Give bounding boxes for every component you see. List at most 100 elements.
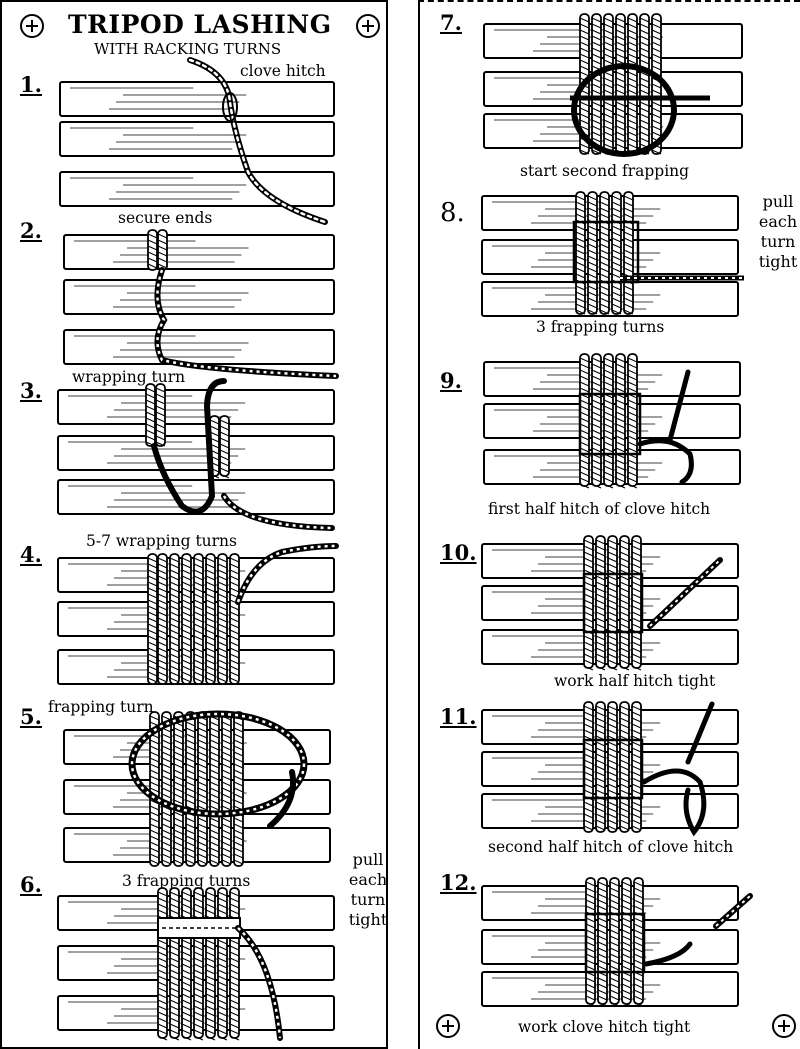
rope-twist bbox=[193, 599, 204, 605]
rope-twist bbox=[615, 125, 626, 131]
rope-twist bbox=[197, 751, 208, 757]
rope-twist bbox=[639, 89, 650, 95]
rope-twist bbox=[627, 107, 638, 113]
rope-twist bbox=[639, 41, 650, 47]
rope-twist bbox=[149, 829, 160, 835]
rope-twist bbox=[575, 267, 586, 273]
rope-twist bbox=[627, 459, 638, 465]
rope-twist bbox=[217, 575, 228, 581]
rope-twist bbox=[217, 951, 228, 957]
rope-twist bbox=[209, 431, 220, 437]
rope-twist bbox=[155, 405, 166, 411]
rope-twist bbox=[173, 781, 184, 787]
rope-twist bbox=[155, 393, 166, 399]
rope-twist bbox=[205, 963, 216, 969]
rope-twist bbox=[619, 801, 630, 807]
rope-twist bbox=[169, 969, 180, 975]
rope-twist bbox=[181, 641, 192, 647]
rope-twist bbox=[621, 893, 632, 899]
rope-twist bbox=[621, 917, 632, 923]
rope-twist bbox=[591, 483, 602, 489]
rope-twist bbox=[615, 447, 626, 453]
rope-twist bbox=[627, 71, 638, 77]
rope-twist bbox=[651, 47, 662, 53]
rope-twist bbox=[575, 207, 586, 213]
rope-twist bbox=[611, 195, 622, 201]
rope-twist bbox=[217, 903, 228, 909]
rope-twist bbox=[587, 261, 598, 267]
rope-twist bbox=[169, 659, 180, 665]
right-panel: 7. start second frapping 8. 3 frapping t… bbox=[418, 0, 800, 1049]
rope-twist bbox=[585, 929, 596, 935]
rope-twist bbox=[161, 835, 172, 841]
rope-twist bbox=[209, 751, 220, 757]
rope-twist bbox=[619, 605, 630, 611]
rope-twist bbox=[609, 899, 620, 905]
rope-twist bbox=[585, 917, 596, 923]
rope-twist bbox=[181, 563, 192, 569]
rope-twist bbox=[197, 775, 208, 781]
rope-twist bbox=[619, 819, 630, 825]
rope-twist bbox=[587, 291, 598, 297]
rope-twist bbox=[193, 581, 204, 587]
rope-twist bbox=[615, 465, 626, 471]
rope-twist bbox=[615, 101, 626, 107]
rope-twist bbox=[615, 47, 626, 53]
rope-twist bbox=[197, 829, 208, 835]
rope-twist bbox=[193, 665, 204, 671]
rope-twist bbox=[181, 1029, 192, 1035]
rope-twist bbox=[599, 195, 610, 201]
rope-twist bbox=[627, 101, 638, 107]
rope-twist bbox=[633, 983, 644, 989]
rope-twist bbox=[651, 131, 662, 137]
rope-twist bbox=[221, 781, 232, 787]
rope-twist bbox=[583, 665, 594, 671]
rope-twist bbox=[633, 905, 644, 911]
rope-twist bbox=[597, 977, 608, 983]
rope-twist bbox=[185, 775, 196, 781]
rope-twist bbox=[633, 989, 644, 995]
rope-twist bbox=[157, 1023, 168, 1029]
rope-twist bbox=[651, 107, 662, 113]
rope-twist bbox=[621, 1001, 632, 1007]
rope-twist bbox=[631, 759, 642, 765]
rope-twist bbox=[157, 245, 168, 251]
rope-twist bbox=[621, 935, 632, 941]
rope-twist bbox=[219, 473, 230, 479]
log-pole bbox=[63, 329, 335, 365]
rope-twist bbox=[209, 817, 220, 823]
rope-twist bbox=[599, 255, 610, 261]
rope-twist bbox=[181, 891, 192, 897]
rope-twist bbox=[607, 611, 618, 617]
rope-twist bbox=[583, 581, 594, 587]
rope-twist bbox=[193, 969, 204, 975]
step-number: 10. bbox=[440, 540, 477, 565]
rope-twist bbox=[229, 581, 240, 587]
rope-twist bbox=[597, 947, 608, 953]
rope-twist bbox=[197, 733, 208, 739]
rope-twist bbox=[147, 635, 158, 641]
rope-twist bbox=[185, 841, 196, 847]
step-2-illustration bbox=[63, 229, 339, 379]
rope-twist bbox=[603, 41, 614, 47]
rope-twist bbox=[205, 975, 216, 981]
rope-twist bbox=[609, 935, 620, 941]
rope-twist bbox=[217, 635, 228, 641]
rope-twist bbox=[583, 563, 594, 569]
rope-twist bbox=[219, 425, 230, 431]
rope-twist bbox=[583, 545, 594, 551]
rope-twist bbox=[579, 369, 590, 375]
rope-twist bbox=[607, 641, 618, 647]
rope-twist bbox=[147, 569, 158, 575]
rope-twist bbox=[161, 853, 172, 859]
rope-twist bbox=[149, 823, 160, 829]
rope-twist bbox=[217, 993, 228, 999]
rope-twist bbox=[219, 443, 230, 449]
rope-twist bbox=[615, 35, 626, 41]
rope-twist bbox=[621, 881, 632, 887]
rope-twist bbox=[209, 775, 220, 781]
rope-twist bbox=[579, 143, 590, 149]
rope-twist bbox=[149, 817, 160, 823]
rope-twist bbox=[193, 671, 204, 677]
rope-twist bbox=[633, 923, 644, 929]
